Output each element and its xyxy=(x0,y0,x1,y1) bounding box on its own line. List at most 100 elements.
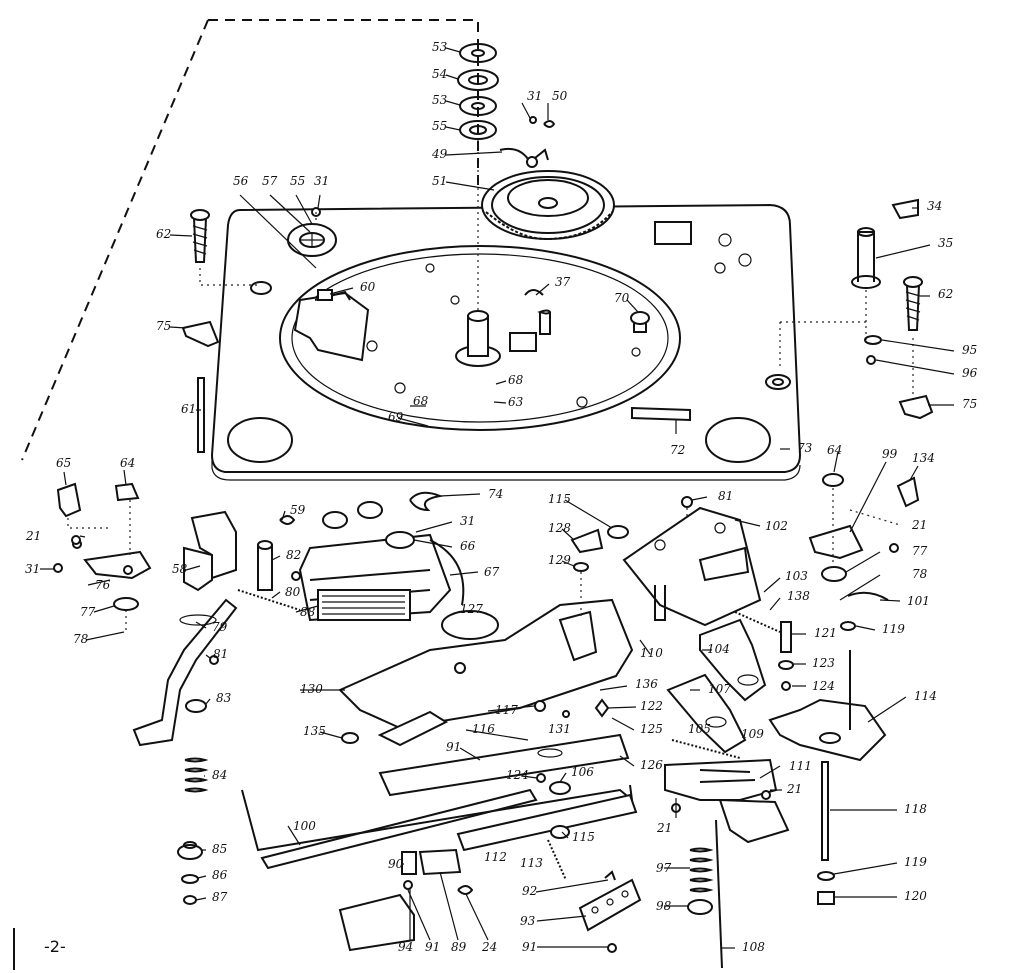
callout-63: 63 xyxy=(508,395,524,409)
callout-54: 54 xyxy=(432,67,447,81)
terminal-strip-93 xyxy=(578,870,642,953)
callout-120: 120 xyxy=(904,889,927,903)
right-cluster xyxy=(808,473,920,601)
callout-106: 106 xyxy=(571,765,594,779)
callout-93: 93 xyxy=(520,914,536,928)
callout-103: 103 xyxy=(785,569,808,583)
lift-lever-79 xyxy=(132,598,238,747)
slide-bar-126 xyxy=(378,698,630,797)
callout-74: 74 xyxy=(488,487,503,501)
callout-136: 136 xyxy=(635,677,658,691)
callout-121: 121 xyxy=(814,626,837,640)
callout-81: 81 xyxy=(213,647,228,661)
callout-115: 115 xyxy=(572,830,595,844)
callout-49: 49 xyxy=(431,147,448,161)
washer-129 xyxy=(573,562,589,620)
bushing-83 xyxy=(185,699,207,713)
spring-post xyxy=(524,289,552,335)
washer-95 xyxy=(779,321,882,370)
callout-124: 124 xyxy=(506,768,529,782)
callout-88: 88 xyxy=(300,605,316,619)
callout-60: 60 xyxy=(360,280,376,294)
callout-21: 21 xyxy=(656,821,672,835)
callout-91: 91 xyxy=(522,940,537,954)
callout-56: 56 xyxy=(233,174,249,188)
callout-81: 81 xyxy=(718,489,733,503)
callout-87: 87 xyxy=(212,890,228,904)
callout-76: 76 xyxy=(95,578,111,592)
cap-85 xyxy=(177,841,203,860)
lever-107 xyxy=(666,673,747,754)
callout-89: 89 xyxy=(451,940,467,954)
callout-99: 99 xyxy=(882,447,898,461)
pin-61 xyxy=(197,377,205,453)
bushing-35 xyxy=(851,227,881,340)
callout-111: 111 xyxy=(789,759,812,773)
callout-91: 91 xyxy=(446,740,461,754)
callout-126: 126 xyxy=(640,758,663,772)
callout-94: 94 xyxy=(398,940,413,954)
callout-24: 24 xyxy=(481,940,497,954)
callout-109: 109 xyxy=(741,727,764,741)
callout-34: 34 xyxy=(927,199,942,213)
grommet-right xyxy=(765,374,791,390)
callout-134: 134 xyxy=(912,451,935,465)
callout-86: 86 xyxy=(212,868,228,882)
callout-53: 53 xyxy=(432,93,448,107)
callout-51: 51 xyxy=(432,174,447,188)
callout-125: 125 xyxy=(640,722,663,736)
callout-105: 105 xyxy=(688,722,711,736)
callout-91: 91 xyxy=(425,940,440,954)
screw-81 xyxy=(681,496,693,520)
callout-123: 123 xyxy=(812,656,835,670)
callout-78: 78 xyxy=(912,567,928,581)
callout-57: 57 xyxy=(262,174,278,188)
callout-83: 83 xyxy=(216,691,232,705)
callout-127: 127 xyxy=(460,602,483,616)
spring-80 xyxy=(237,589,301,611)
callout-21: 21 xyxy=(911,518,927,532)
callout-55: 55 xyxy=(432,119,447,133)
base-plate xyxy=(210,203,802,481)
callout-31: 31 xyxy=(460,514,475,528)
page-number: -2- xyxy=(44,937,66,956)
drive-gear xyxy=(481,170,615,241)
spring-84 xyxy=(184,757,209,793)
callout-95: 95 xyxy=(962,343,977,357)
callout-73: 73 xyxy=(797,441,813,455)
callout-117: 117 xyxy=(495,703,518,717)
switch-block-94 xyxy=(338,848,462,952)
clip-128 xyxy=(570,528,604,554)
callout-66: 66 xyxy=(460,539,476,553)
clip-59 xyxy=(279,515,296,525)
main-housing xyxy=(338,598,634,747)
spring-113 xyxy=(547,839,567,881)
callout-31: 31 xyxy=(25,562,40,576)
bracket-58 xyxy=(183,510,237,592)
left-bracket-cluster xyxy=(53,482,152,630)
slide-plate-102 xyxy=(622,506,762,627)
clip-34 xyxy=(891,198,919,220)
callout-92: 92 xyxy=(522,884,537,898)
callout-101: 101 xyxy=(907,594,930,608)
idler-bracket xyxy=(293,289,370,362)
lever-104 xyxy=(699,618,767,702)
center-spindle xyxy=(455,310,501,367)
callout-37: 37 xyxy=(555,275,571,289)
callout-104: 104 xyxy=(707,642,730,656)
mounting-screw-right xyxy=(903,276,923,400)
callout-116: 116 xyxy=(472,722,495,736)
plate-111 xyxy=(664,758,790,844)
knob-70 xyxy=(630,311,650,333)
spring-97 xyxy=(687,847,714,915)
callout-96: 96 xyxy=(962,366,978,380)
washer-86 xyxy=(181,874,199,884)
callout-112: 112 xyxy=(484,850,507,864)
bracket-75-left xyxy=(181,320,220,348)
callout-90: 90 xyxy=(388,857,404,871)
leader-lines xyxy=(40,47,955,949)
callout-102: 102 xyxy=(765,519,788,533)
cap-87 xyxy=(183,895,197,905)
